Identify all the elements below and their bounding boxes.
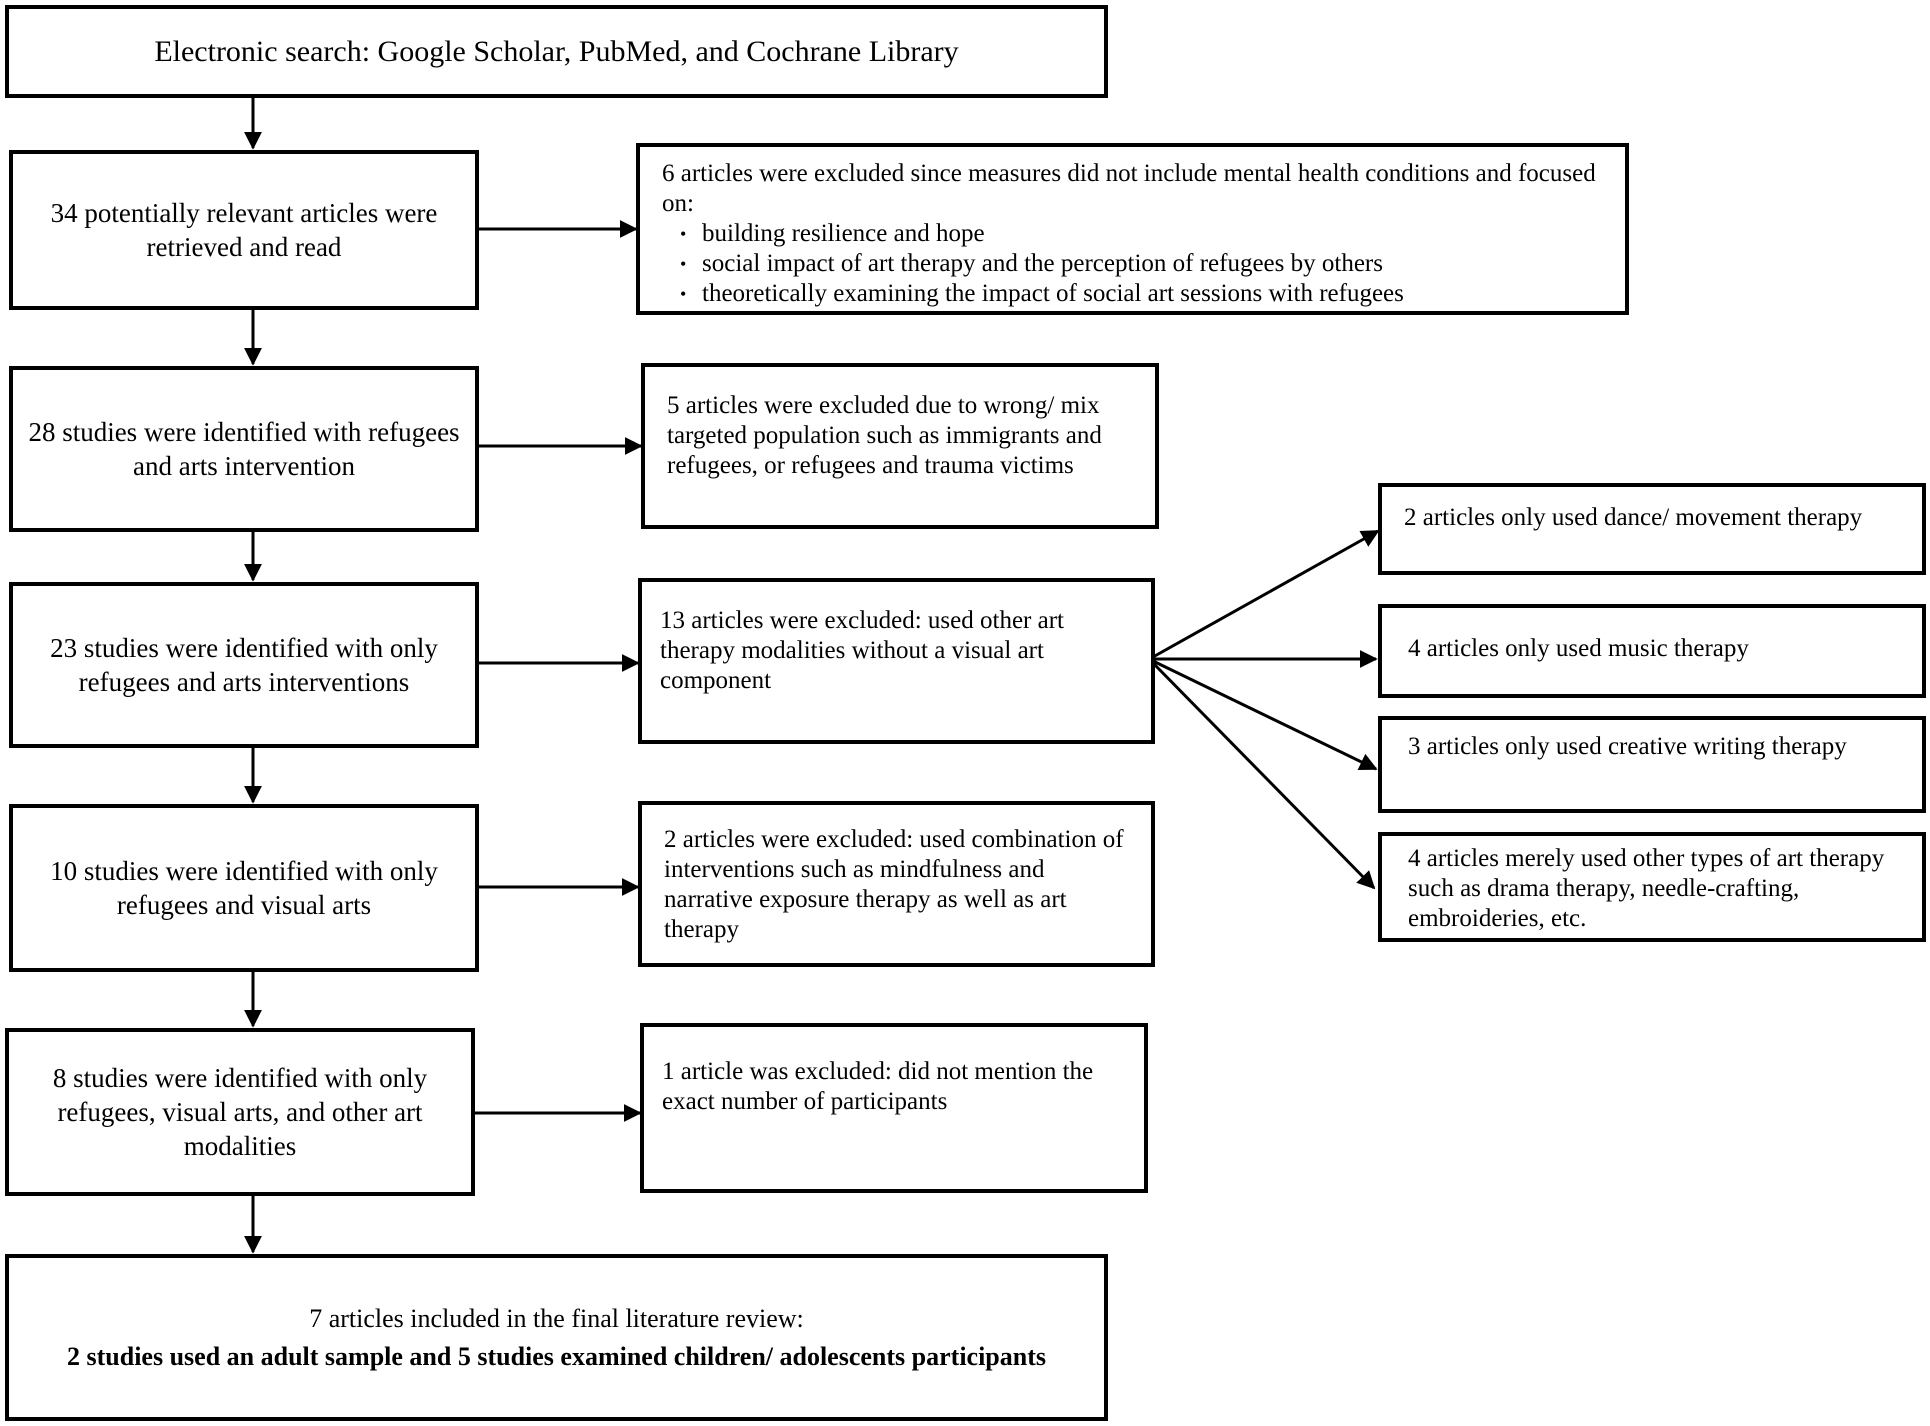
modality-box-dance: 2 articles only used dance/ movement the… (1378, 483, 1926, 575)
excluded-text-1: 1 article was excluded: did not mention … (662, 1058, 1094, 1115)
final-line-1: 7 articles included in the final literat… (309, 1303, 804, 1333)
excluded-box-6-articles: 6 articles were excluded since measures … (636, 143, 1629, 315)
excluded-text-6: 6 articles were excluded since measures … (662, 160, 1596, 217)
arrow-excl3-to-other (1151, 661, 1376, 890)
main-text-8: 8 studies were identified with only refu… (52, 1063, 428, 1161)
modality-text-music: 4 articles only used music therapy (1408, 635, 1749, 662)
excluded-box-1-article: 1 article was excluded: did not mention … (640, 1023, 1148, 1193)
excluded-bullet-list: building resilience and hope social impa… (662, 219, 1603, 309)
main-text-28: 28 studies were identified with refugees… (28, 417, 460, 481)
bullet-item: social impact of art therapy and the per… (680, 249, 1603, 279)
main-text-23: 23 studies were identified with only ref… (50, 633, 438, 697)
main-box-28-studies: 28 studies were identified with refugees… (9, 366, 479, 532)
modality-text-writing: 3 articles only used creative writing th… (1408, 733, 1847, 760)
main-box-23-studies: 23 studies were identified with only ref… (9, 582, 479, 748)
main-box-8-studies: 8 studies were identified with only refu… (5, 1028, 475, 1196)
modality-text-dance: 2 articles only used dance/ movement the… (1404, 504, 1863, 531)
final-box: 7 articles included in the final literat… (5, 1254, 1108, 1421)
main-text-34: 34 potentially relevant articles were re… (50, 198, 438, 262)
excluded-box-13-articles: 13 articles were excluded: used other ar… (638, 578, 1155, 744)
excluded-text-13: 13 articles were excluded: used other ar… (660, 607, 1064, 694)
modality-box-writing: 3 articles only used creative writing th… (1378, 716, 1926, 813)
excluded-box-5-articles: 5 articles were excluded due to wrong/ m… (641, 363, 1159, 529)
main-box-34-articles: 34 potentially relevant articles were re… (9, 150, 479, 310)
excluded-box-2-articles: 2 articles were excluded: used combinati… (638, 801, 1155, 967)
bullet-item: theoretically examining the impact of so… (680, 279, 1603, 309)
modality-box-music: 4 articles only used music therapy (1378, 604, 1926, 698)
final-line-2: 2 studies used an adult sample and 5 stu… (67, 1341, 1046, 1371)
bullet-item: building resilience and hope (680, 219, 1603, 249)
main-box-10-studies: 10 studies were identified with only ref… (9, 804, 479, 972)
excluded-text-5: 5 articles were excluded due to wrong/ m… (667, 392, 1102, 479)
search-text: Electronic search: Google Scholar, PubMe… (154, 34, 959, 68)
arrow-excl3-to-dance (1152, 529, 1380, 659)
search-box: Electronic search: Google Scholar, PubMe… (5, 5, 1108, 98)
modality-text-other: 4 articles merely used other types of ar… (1408, 845, 1885, 932)
excluded-text-2: 2 articles were excluded: used combinati… (664, 826, 1124, 943)
main-text-10: 10 studies were identified with only ref… (50, 856, 438, 920)
arrow-excl3-to-writing (1152, 659, 1378, 771)
modality-box-other: 4 articles merely used other types of ar… (1378, 832, 1926, 942)
